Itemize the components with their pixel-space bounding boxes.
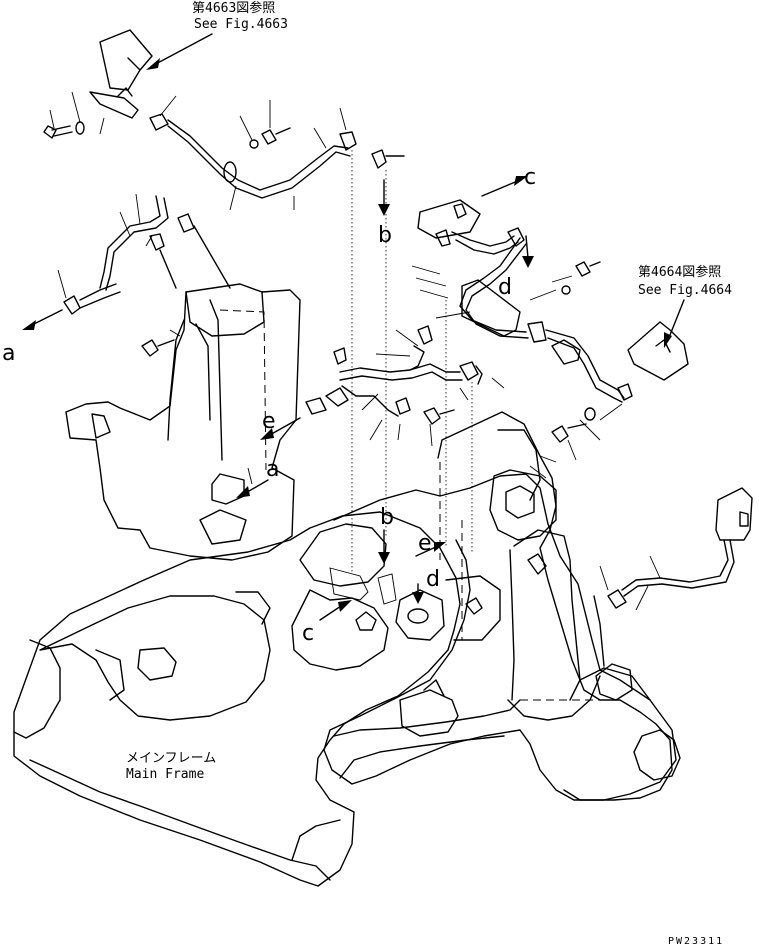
ref-fig4663: 第4663図参照 See Fig.4663 [146, 0, 288, 70]
label-c-lower: c [302, 621, 314, 646]
brake-line-right [593, 487, 753, 667]
ref-fig4664: 第4664図参照 See Fig.4664 [638, 264, 732, 348]
ref-fig4663-en: See Fig.4663 [194, 17, 288, 32]
label-c-top: c [524, 165, 536, 190]
brake-line-top [149, 95, 405, 211]
label-b-top: b [378, 223, 392, 248]
label-b-lower: b [380, 505, 394, 530]
main-frame-label-en: Main Frame [126, 767, 204, 782]
label-a-left: a [2, 341, 15, 366]
label-d-lower: d [426, 567, 440, 592]
main-frame-label-jp: メインフレーム [126, 751, 216, 766]
left-upright [65, 283, 301, 561]
leader-lines [329, 150, 473, 605]
label-e-lower: e [418, 531, 432, 556]
drawing-code: PW23311 [668, 936, 724, 947]
label-a-lower: a [266, 457, 279, 482]
right-upright [437, 411, 681, 801]
ref-fig4664-jp: 第4664図参照 [638, 264, 721, 280]
bracket-top-left [43, 29, 153, 139]
axle-beam [323, 473, 677, 801]
ref-fig4663-arrowhead [146, 58, 160, 70]
brake-line-left [22, 193, 231, 357]
arrow-b-top [378, 179, 390, 216]
brake-line-upper-right [411, 176, 689, 461]
label-d-top: d [498, 275, 512, 300]
ref-fig4663-leader [151, 33, 213, 67]
ref-fig4664-en: See Fig.4664 [638, 283, 732, 298]
arrows-lower [236, 479, 446, 621]
ref-fig4663-jp: 第4663図参照 [192, 0, 275, 16]
label-e-top: e [262, 409, 276, 434]
ref-fig4664-leader [667, 299, 685, 341]
